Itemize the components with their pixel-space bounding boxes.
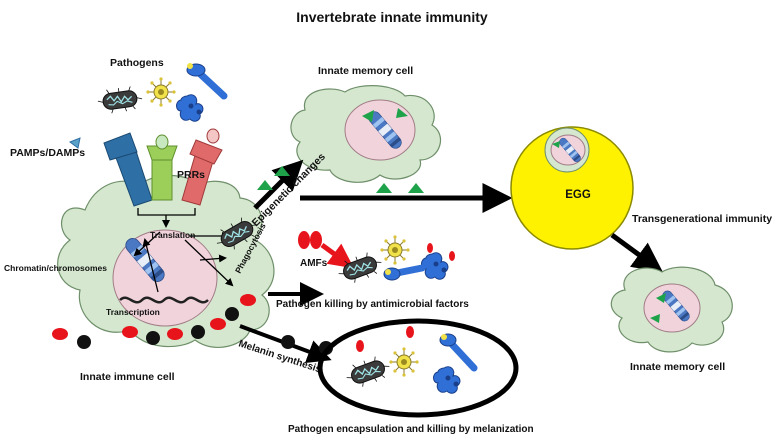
- encapsulated-worm-icon: [439, 333, 478, 372]
- pamp-triangle-icon: [68, 137, 81, 149]
- melanin-synthesis-label: Melanin synthesis: [237, 338, 323, 375]
- epigenetic-mark-icon: [362, 110, 374, 122]
- amf-icons: [298, 231, 322, 249]
- encapsulation-amfs: [356, 326, 414, 352]
- epigenetic-mark-icon: [274, 166, 290, 176]
- target-virus-icon: [379, 234, 411, 266]
- amfs-label: AMFs: [300, 258, 328, 269]
- epigenetic-arrow: [253, 159, 304, 210]
- granules: [52, 294, 256, 349]
- innate-memory-cell-right-label: Innate memory cell: [630, 361, 725, 373]
- amf-attached: [427, 243, 455, 261]
- pamps-damps-label: PAMPs/DAMPs: [10, 147, 85, 159]
- encapsulated-virus-icon: [388, 346, 420, 378]
- transgenerational-label: Transgenerational immunity: [632, 213, 772, 225]
- epigenetic-mark-icon: [408, 183, 424, 193]
- prrs-label: PRRs: [177, 169, 205, 181]
- encapsulated-bacterium-icon: [342, 352, 394, 392]
- amf-arrow: [320, 242, 355, 269]
- epigenetic-mark-icon: [376, 183, 392, 193]
- parasite-icon: [176, 94, 204, 122]
- prr-receptors: [103, 128, 223, 207]
- encapsulation-capsule: [317, 318, 519, 418]
- encapsulation-label: Pathogen encapsulation and killing by me…: [288, 424, 534, 435]
- diagram-title: Invertebrate innate immunity: [296, 9, 488, 25]
- worm-parasite-icon: [186, 63, 228, 100]
- egg: [510, 126, 634, 250]
- transcription-label: Transcription: [106, 307, 160, 317]
- egg-label: EGG: [565, 189, 591, 201]
- chromatin-label: Chromatin/chromosomes: [4, 263, 107, 273]
- pathogens-label: Pathogens: [110, 57, 164, 69]
- target-parasite-icon: [421, 252, 449, 280]
- epigenetic-mark-icon: [257, 180, 273, 190]
- dna-strand-icon: [119, 296, 209, 304]
- innate-memory-cell-top-label: Innate memory cell: [318, 65, 413, 77]
- innate-immune-cell-label: Innate immune cell: [80, 371, 175, 383]
- transgenerational-arrow: [610, 232, 664, 273]
- target-worm-icon: [383, 264, 426, 281]
- virus-icon: [145, 76, 177, 108]
- epigenetic-mark-icon: [552, 141, 560, 148]
- translation-label: Translation: [150, 230, 195, 240]
- epigenetic-mark-icon: [650, 314, 660, 323]
- epigenetic-mark-icon: [396, 108, 408, 118]
- pathogen-killing-label: Pathogen killing by antimicrobial factor…: [276, 299, 469, 310]
- bacterium-icon: [95, 84, 145, 116]
- encapsulated-parasite-icon: [433, 366, 461, 394]
- epigenetic-mark-icon: [656, 293, 666, 303]
- melanin-granule: [281, 335, 295, 349]
- target-bacterium-icon: [334, 248, 386, 288]
